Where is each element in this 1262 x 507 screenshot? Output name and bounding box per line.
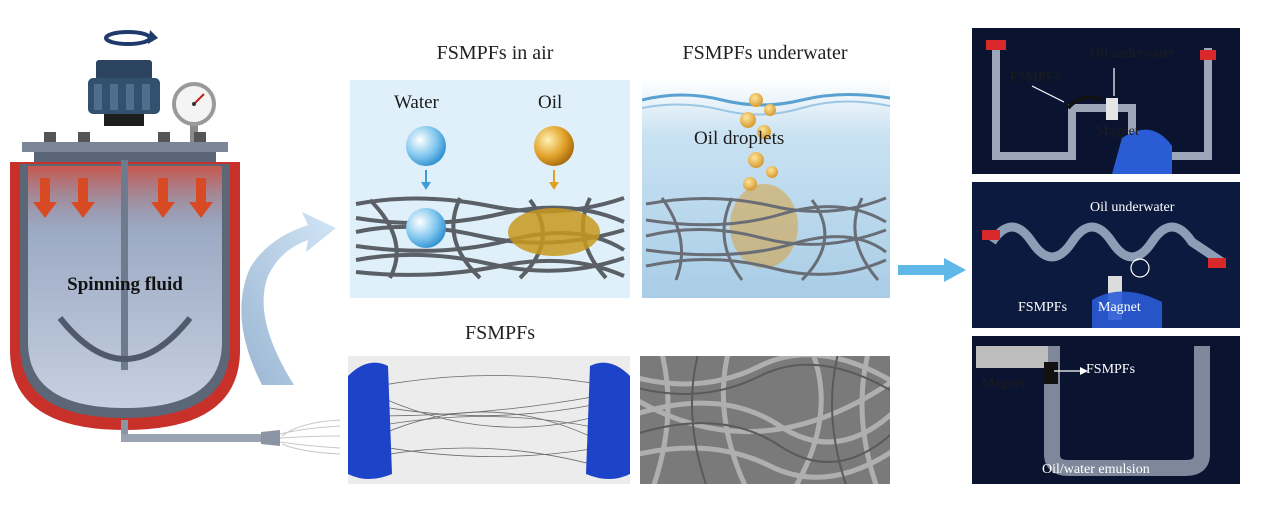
absorbed-oil xyxy=(508,208,600,256)
photo1-magnet-label: Magnet xyxy=(1096,124,1139,139)
magnet-bar xyxy=(976,346,1048,368)
water-droplet xyxy=(406,126,446,166)
photo-spiral-tube xyxy=(972,182,1240,328)
fiber-panel-title: FSMPFs xyxy=(464,322,536,344)
heat-arrows xyxy=(33,178,213,218)
photo-u-tube-emulsion xyxy=(972,336,1240,484)
rotation-icon xyxy=(104,30,158,46)
right-arrow-icon xyxy=(898,258,966,282)
air-panel-title: FSMPFs in air xyxy=(436,42,554,64)
photo3-emulsion-label: Oil/water emulsion xyxy=(1042,462,1150,477)
spinning-fluid-label: Spinning fluid xyxy=(67,274,183,295)
photo1-oil-label: Oil underwater xyxy=(1090,46,1175,61)
water-label: Water xyxy=(394,92,439,113)
oil-label: Oil xyxy=(538,92,563,113)
photo3-fiber-label: FSMPFs xyxy=(1086,362,1136,377)
glove-right xyxy=(586,362,630,479)
glove-left xyxy=(348,362,392,479)
underwater-panel xyxy=(642,80,890,298)
fiber-stretch-photo xyxy=(348,356,630,484)
oil-droplets-label: Oil droplets xyxy=(694,128,785,149)
photo2-oil-label: Oil underwater xyxy=(1090,200,1175,215)
motor xyxy=(88,60,160,126)
photo-u-tube-1 xyxy=(972,28,1240,174)
reactor-lid xyxy=(22,132,228,162)
fiber-spray xyxy=(279,419,340,455)
spinning-reactor xyxy=(10,30,340,455)
photo2-magnet-label: Magnet xyxy=(1098,300,1141,315)
process-curved-arrow xyxy=(241,212,336,385)
sem-image xyxy=(640,356,890,484)
oil-droplet xyxy=(534,126,574,166)
underwater-panel-title: FSMPFs underwater xyxy=(682,42,848,64)
pressure-gauge-icon xyxy=(172,82,216,142)
glove-photo-1 xyxy=(1112,129,1172,174)
photo1-fiber-label: FSMPFs xyxy=(1010,70,1060,85)
photo3-pointer-arrow xyxy=(1054,367,1088,375)
air-panel xyxy=(350,80,630,298)
photo2-fiber-label: FSMPFs xyxy=(1018,300,1068,315)
fiber-mat-underwater xyxy=(645,196,887,282)
fiber-mat-air xyxy=(355,196,626,280)
photo3-magnet-label: Magnet xyxy=(982,376,1025,391)
